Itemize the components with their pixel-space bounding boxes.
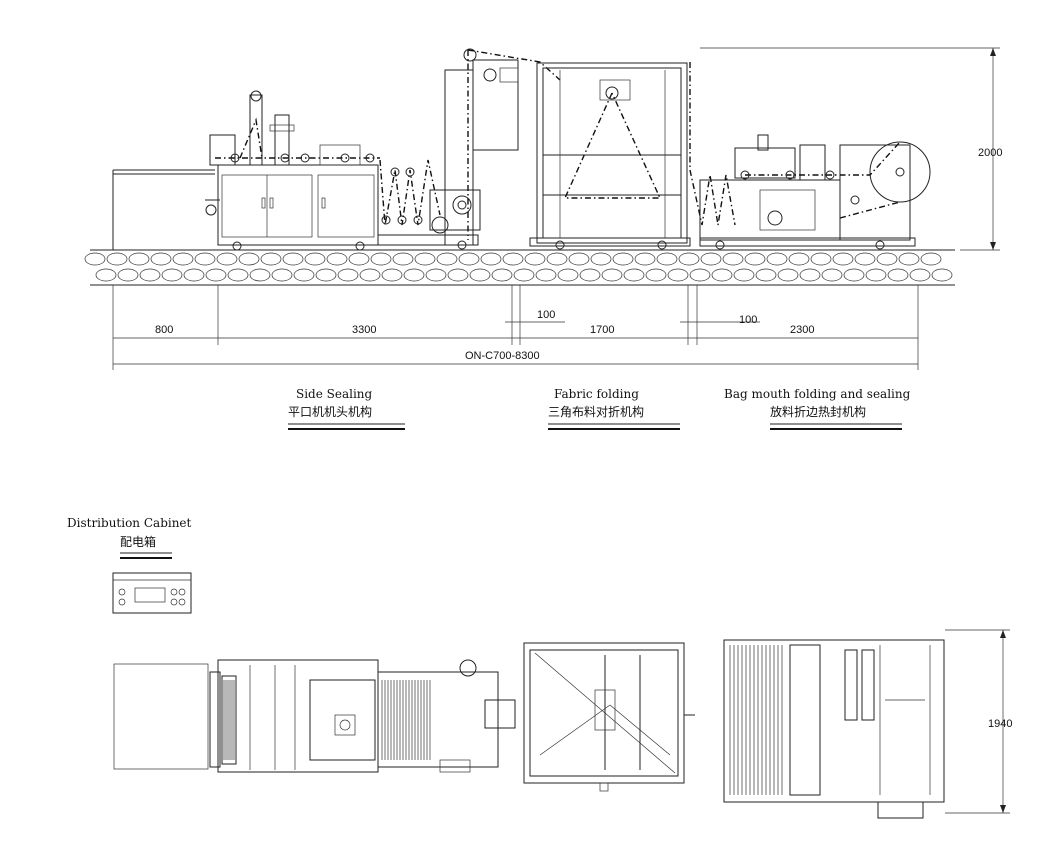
caption-fabric-folding-cn: 三角布料对折机构 — [548, 404, 644, 419]
caption-side-sealing-en: Side Sealing — [296, 387, 373, 401]
dim-height-2000: 2000 — [978, 147, 1002, 159]
drive-tower — [429, 48, 561, 250]
plan-bag-mouth-sealing — [723, 639, 945, 819]
caption-side-sealing-cn: 平口机机头机构 — [288, 404, 372, 419]
dim-800: 800 — [155, 324, 173, 336]
width-dimension — [945, 629, 1010, 814]
cabinet-label-en: Distribution Cabinet — [67, 516, 192, 530]
distribution-cabinet — [112, 572, 192, 614]
side-sealing-unit — [205, 90, 380, 251]
festoon-rollers — [377, 159, 479, 246]
dim-2300: 2300 — [790, 324, 814, 336]
dim-3300: 3300 — [352, 324, 376, 336]
dim-width-1940: 1940 — [988, 718, 1012, 730]
fabric-folding-frame — [529, 62, 691, 250]
caption-bag-mouth-cn: 放料折边热封机构 — [770, 404, 866, 419]
length-dimensions — [112, 285, 919, 370]
dim-1700: 1700 — [590, 324, 614, 336]
plan-festoon — [377, 659, 516, 773]
feed-table — [112, 169, 215, 250]
cabinet-label-cn: 配电箱 — [120, 534, 156, 549]
bag-mouth-sealing-unit — [689, 134, 931, 250]
plan-feed-table — [113, 663, 209, 770]
ground-floor — [84, 249, 955, 286]
caption-bag-mouth-en: Bag mouth folding and sealing — [724, 387, 911, 401]
dim-total: ON-C700-8300 — [465, 350, 540, 362]
plan-fabric-folding — [523, 642, 695, 792]
dim-100-b: 100 — [739, 314, 757, 326]
height-dimension — [700, 47, 1000, 251]
plan-side-sealing — [209, 659, 379, 773]
dim-100-a: 100 — [537, 309, 555, 321]
caption-fabric-folding-en: Fabric folding — [554, 387, 639, 401]
